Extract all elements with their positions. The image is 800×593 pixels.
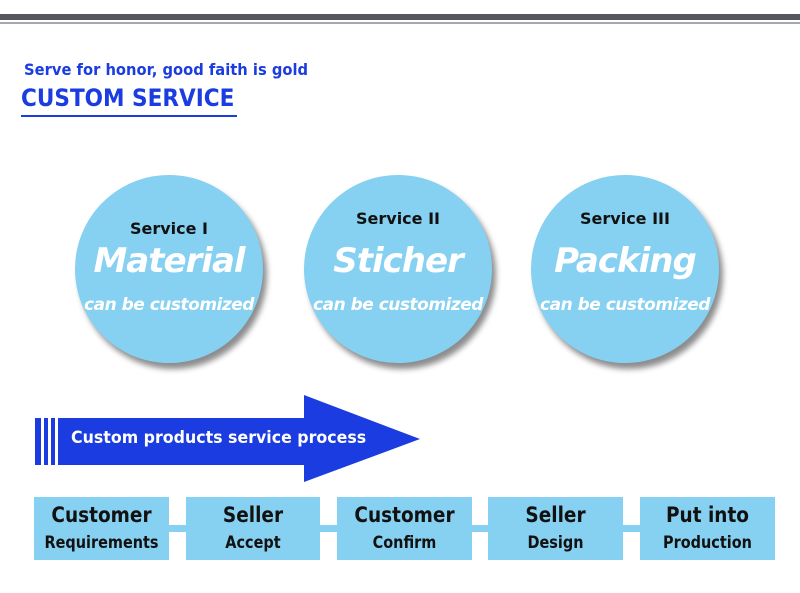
service-note: can be customized: [540, 295, 710, 315]
service-label: Service III: [580, 209, 670, 228]
step-subtitle: Confirm: [372, 533, 437, 553]
process-arrow-icon: [35, 395, 420, 482]
step-title: Customer: [354, 503, 455, 527]
slogan: Serve for honor, good faith is gold: [24, 60, 309, 79]
title-underline: [21, 115, 237, 117]
top-divider-bar: [0, 14, 800, 20]
service-note: can be customized: [313, 295, 483, 315]
service-name: Packing: [554, 241, 697, 281]
service-note: can be customized: [84, 295, 254, 315]
process-label: Custom products service process: [71, 428, 367, 448]
service-label: Service I: [129, 219, 209, 238]
step-title: Seller: [222, 503, 284, 527]
step-subtitle: Requirements: [44, 533, 159, 553]
step-title: Seller: [525, 503, 586, 527]
process-step-seller-design: Seller Design: [488, 497, 623, 560]
service-circle-packing: Service III Packing can be customized: [531, 175, 719, 363]
step-title: Put into: [666, 503, 749, 527]
service-name: Sticher: [333, 241, 464, 281]
process-step-put-into-production: Put into Production: [640, 497, 775, 560]
service-circle-sticher: Service II Sticher can be customized: [304, 175, 492, 363]
service-label: Service II: [356, 209, 440, 228]
service-name: Material: [93, 241, 245, 281]
process-step-customer-requirements: Customer Requirements: [34, 497, 169, 560]
step-subtitle: Accept: [225, 533, 281, 553]
step-title: Customer: [51, 503, 152, 527]
process-step-customer-confirm: Customer Confirm: [337, 497, 472, 560]
process-step-seller-accept: Seller Accept: [186, 497, 320, 560]
page-title: CUSTOM SERVICE: [21, 84, 235, 112]
service-circle-material: Service I Material can be customized: [75, 175, 263, 363]
step-subtitle: Production: [663, 533, 752, 553]
top-divider-thin-bar: [0, 22, 800, 24]
step-subtitle: Design: [527, 533, 584, 553]
